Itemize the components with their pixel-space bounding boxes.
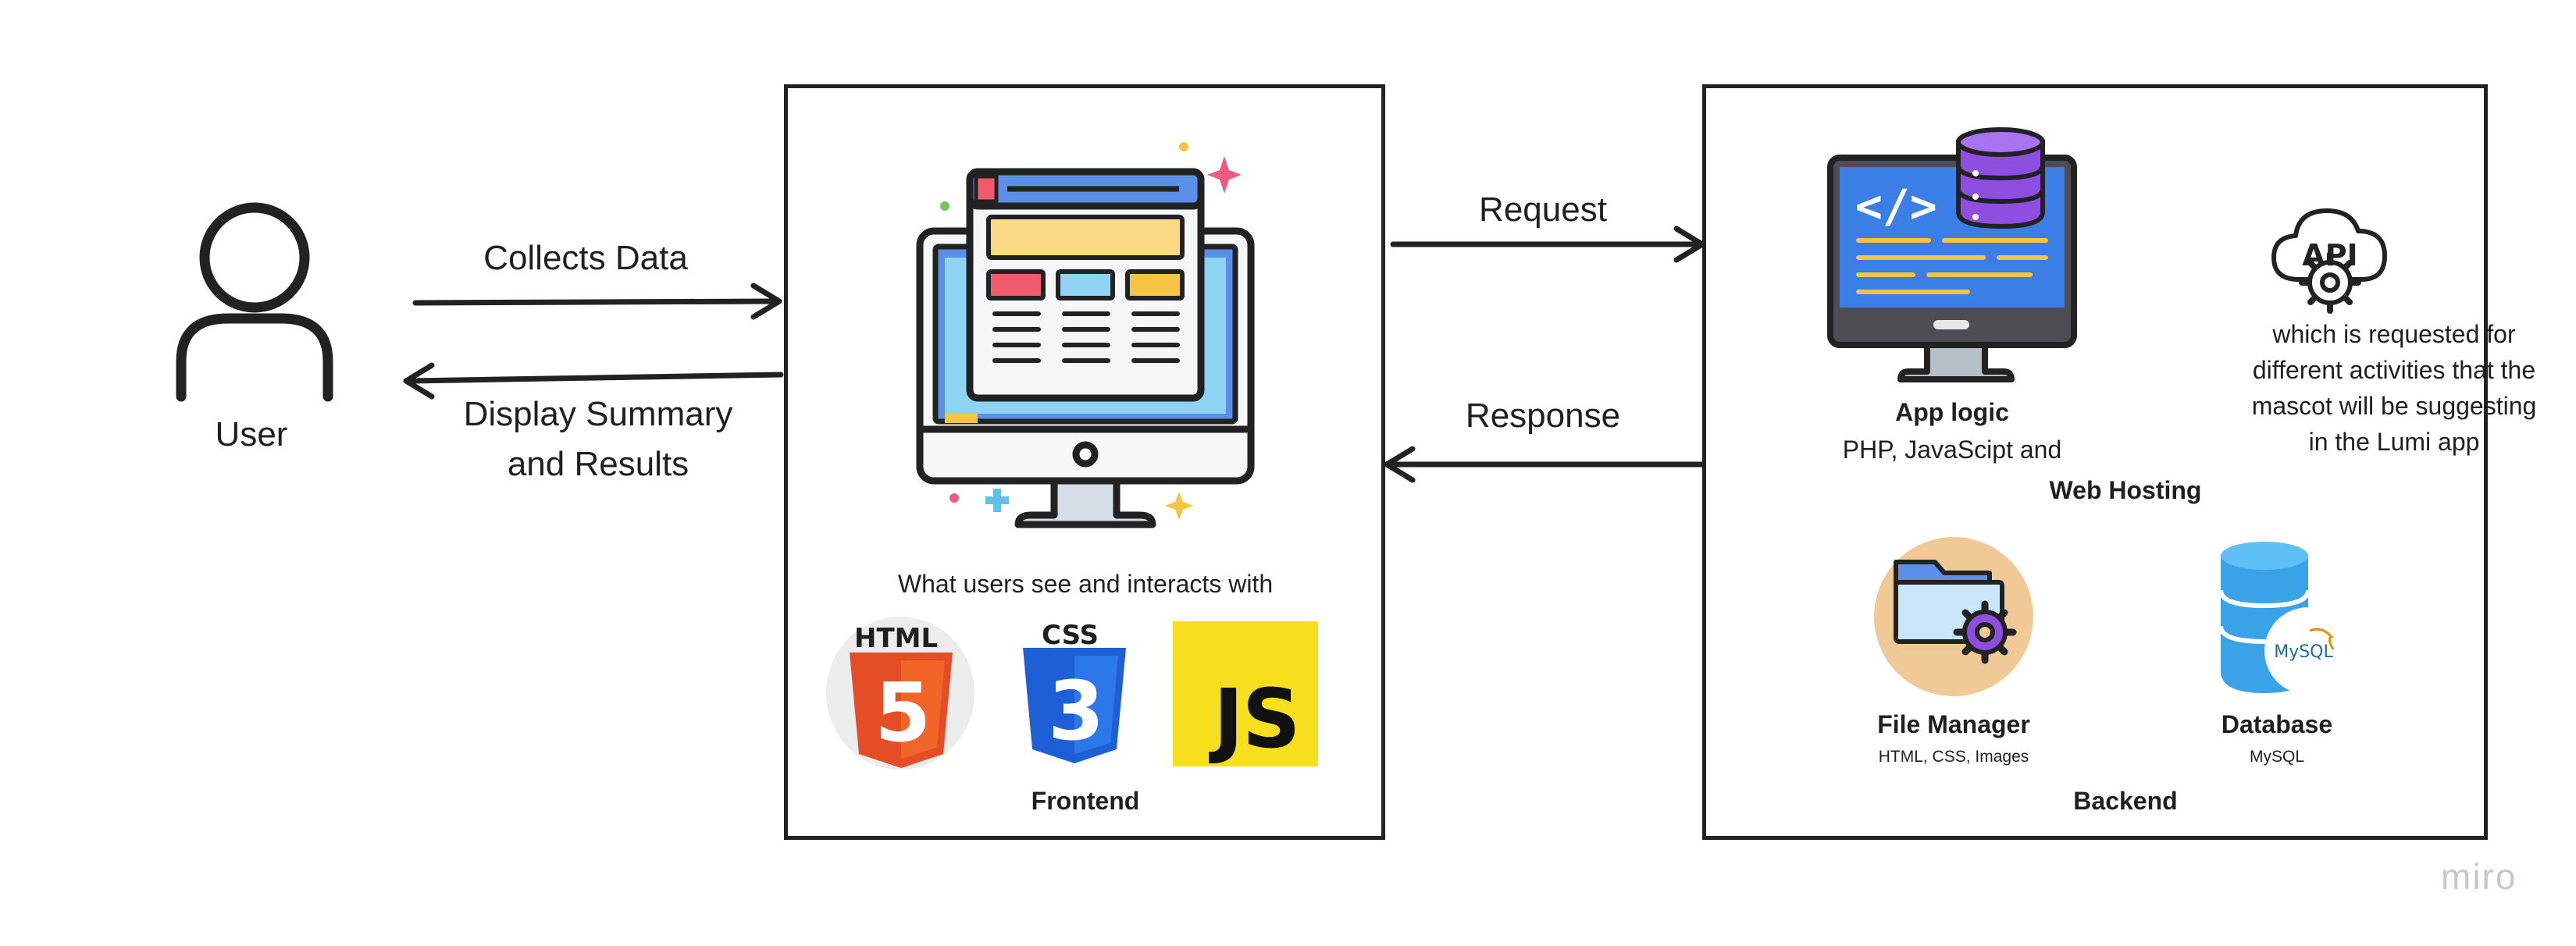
display-summary-label-line1: Display Summary [463, 395, 733, 433]
app-logic-monitor-icon: </> [1827, 127, 2077, 382]
api-desc-line-2: different activities that the [2252, 356, 2536, 384]
css3-glyph: 3 [1048, 663, 1105, 759]
arrow-collects-data [412, 283, 782, 320]
html5-logo: HTML 5 [826, 617, 974, 770]
api-desc-line-1: which is requested for [2272, 320, 2516, 348]
js-badge-text: JS [1213, 671, 1301, 766]
server-stack-icon [1956, 127, 2045, 229]
file-manager-title: File Manager [1877, 710, 2030, 738]
html5-glyph: 5 [875, 665, 932, 760]
css3-logo: CSS 3 [1017, 617, 1126, 773]
api-label: API [2302, 238, 2357, 272]
user-icon [176, 202, 333, 402]
web-monitor-icon [916, 142, 1255, 528]
database-title: Database [2221, 710, 2333, 738]
frontend-caption: What users see and interacts with [897, 570, 1274, 598]
frontend-title: Frontend [1031, 787, 1140, 815]
backend-title: Backend [2073, 787, 2178, 815]
database-mysql-icon: MySQL [2218, 542, 2352, 695]
code-glyph-icon: </> [1855, 180, 1937, 233]
user-label: User [215, 415, 288, 453]
display-summary-label-line2: and Results [507, 445, 689, 483]
css3-shield-icon [1023, 648, 1126, 763]
app-logic-title: App logic [1895, 398, 2009, 426]
gear-icon [1953, 600, 2017, 664]
css-badge-text: CSS [1042, 620, 1099, 651]
mysql-logo-text: MySQL [2274, 642, 2333, 662]
api-desc-line-3: mascot will be suggesting [2251, 392, 2537, 420]
arrow-display-results [403, 362, 784, 400]
miro-watermark: miro [2441, 856, 2517, 897]
js-logo: JS [1173, 621, 1318, 766]
database-subtitle: MySQL [2249, 748, 2305, 766]
app-logic-subtitle: PHP, JavaScipt and [1842, 436, 2062, 464]
html-badge-text: HTML [854, 623, 939, 654]
arrow-request [1390, 226, 1705, 263]
api-desc-line-4: in the Lumi app [2308, 428, 2480, 456]
file-manager-icon [1874, 537, 2033, 696]
arrow-response [1384, 446, 1705, 483]
dolphin-icon [2309, 628, 2335, 650]
backend-box [1702, 84, 2488, 840]
collects-data-label: Collects Data [483, 239, 688, 277]
file-manager-subtitle: HTML, CSS, Images [1878, 748, 2029, 766]
web-hosting-label: Web Hosting [2049, 476, 2202, 504]
html5-shield-icon [850, 653, 953, 768]
api-cloud-gear-icon: API [2271, 208, 2387, 314]
response-label: Response [1465, 397, 1621, 435]
request-label: Request [1479, 190, 1607, 229]
